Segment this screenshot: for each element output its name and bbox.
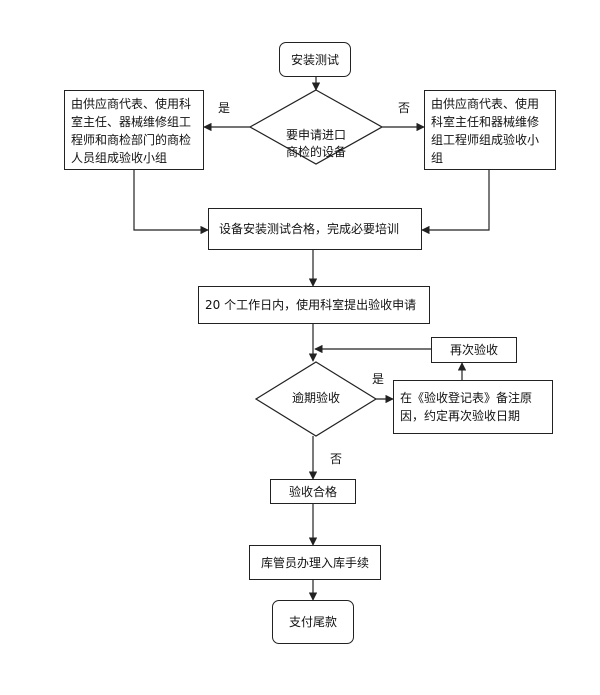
team-yes-node: 由供应商代表、使用科室主任、器械维修组工程师和商检部门的商检人员组成验收小组 bbox=[64, 90, 204, 170]
start-node: 安装测试 bbox=[279, 42, 351, 77]
arrow-team-yes-to-install bbox=[133, 170, 209, 235]
pay-text: 支付尾款 bbox=[288, 615, 337, 629]
pay-node: 支付尾款 bbox=[272, 600, 354, 644]
apply-node: 20 个工作日内，使用科室提出验收申请 bbox=[198, 286, 430, 324]
record-text: 在《验收登记表》备注原因，约定再次验收日期 bbox=[400, 391, 533, 423]
decision-overdue-text: 逾期验收 bbox=[291, 391, 340, 405]
apply-text: 20 个工作日内，使用科室提出验收申请 bbox=[205, 298, 417, 312]
warehouse-text: 库管员办理入库手续 bbox=[260, 555, 369, 570]
recheck-node: 再次验收 bbox=[431, 337, 517, 363]
team-no-text: 由供应商代表、使用科室主任和器械维修组工程师组成验收小组 bbox=[431, 97, 540, 165]
install-pass-node: 设备安装测试合格，完成必要培训 bbox=[208, 208, 422, 250]
install-pass-text: 设备安装测试合格，完成必要培训 bbox=[219, 222, 400, 236]
accept-node: 验收合格 bbox=[270, 479, 356, 504]
decision-import-text: 要申请进口 商检的设备 bbox=[285, 128, 346, 159]
arrow-team-no-to-install bbox=[421, 170, 490, 235]
record-node: 在《验收登记表》备注原因，约定再次验收日期 bbox=[393, 380, 553, 434]
label-no-overdue: 否 bbox=[330, 452, 343, 466]
decision-import-diamond bbox=[248, 89, 384, 165]
start-node-text: 安装测试 bbox=[290, 52, 339, 67]
label-no-right: 否 bbox=[398, 101, 411, 115]
label-yes-left: 是 bbox=[218, 101, 231, 115]
team-yes-text: 由供应商代表、使用科室主任、器械维修组工程师和商检部门的商检人员组成验收小组 bbox=[71, 97, 192, 165]
warehouse-node: 库管员办理入库手续 bbox=[249, 545, 381, 580]
recheck-text: 再次验收 bbox=[449, 343, 498, 357]
label-yes-overdue: 是 bbox=[372, 372, 385, 386]
accept-text: 验收合格 bbox=[288, 484, 337, 499]
decision-overdue-diamond bbox=[254, 361, 378, 437]
team-no-node: 由供应商代表、使用科室主任和器械维修组工程师组成验收小组 bbox=[424, 90, 556, 170]
